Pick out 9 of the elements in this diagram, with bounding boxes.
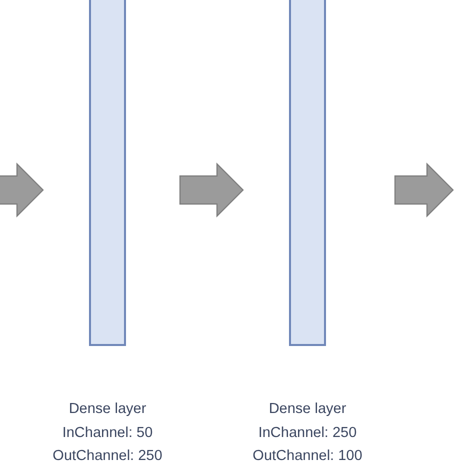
layer-bar [289, 0, 326, 346]
layer-caption: OutChannel: 250 [52, 447, 164, 466]
layer-caption: InChannel: 50 [61, 424, 154, 442]
layer-caption: InChannel: 250 [257, 424, 358, 442]
layer-caption: OutChannel: 100 [252, 447, 364, 466]
layer-caption: Dense layer [268, 400, 348, 419]
block-arrow [179, 162, 244, 218]
layer-caption: Dense layer [68, 400, 148, 419]
layer-bar [89, 0, 126, 346]
